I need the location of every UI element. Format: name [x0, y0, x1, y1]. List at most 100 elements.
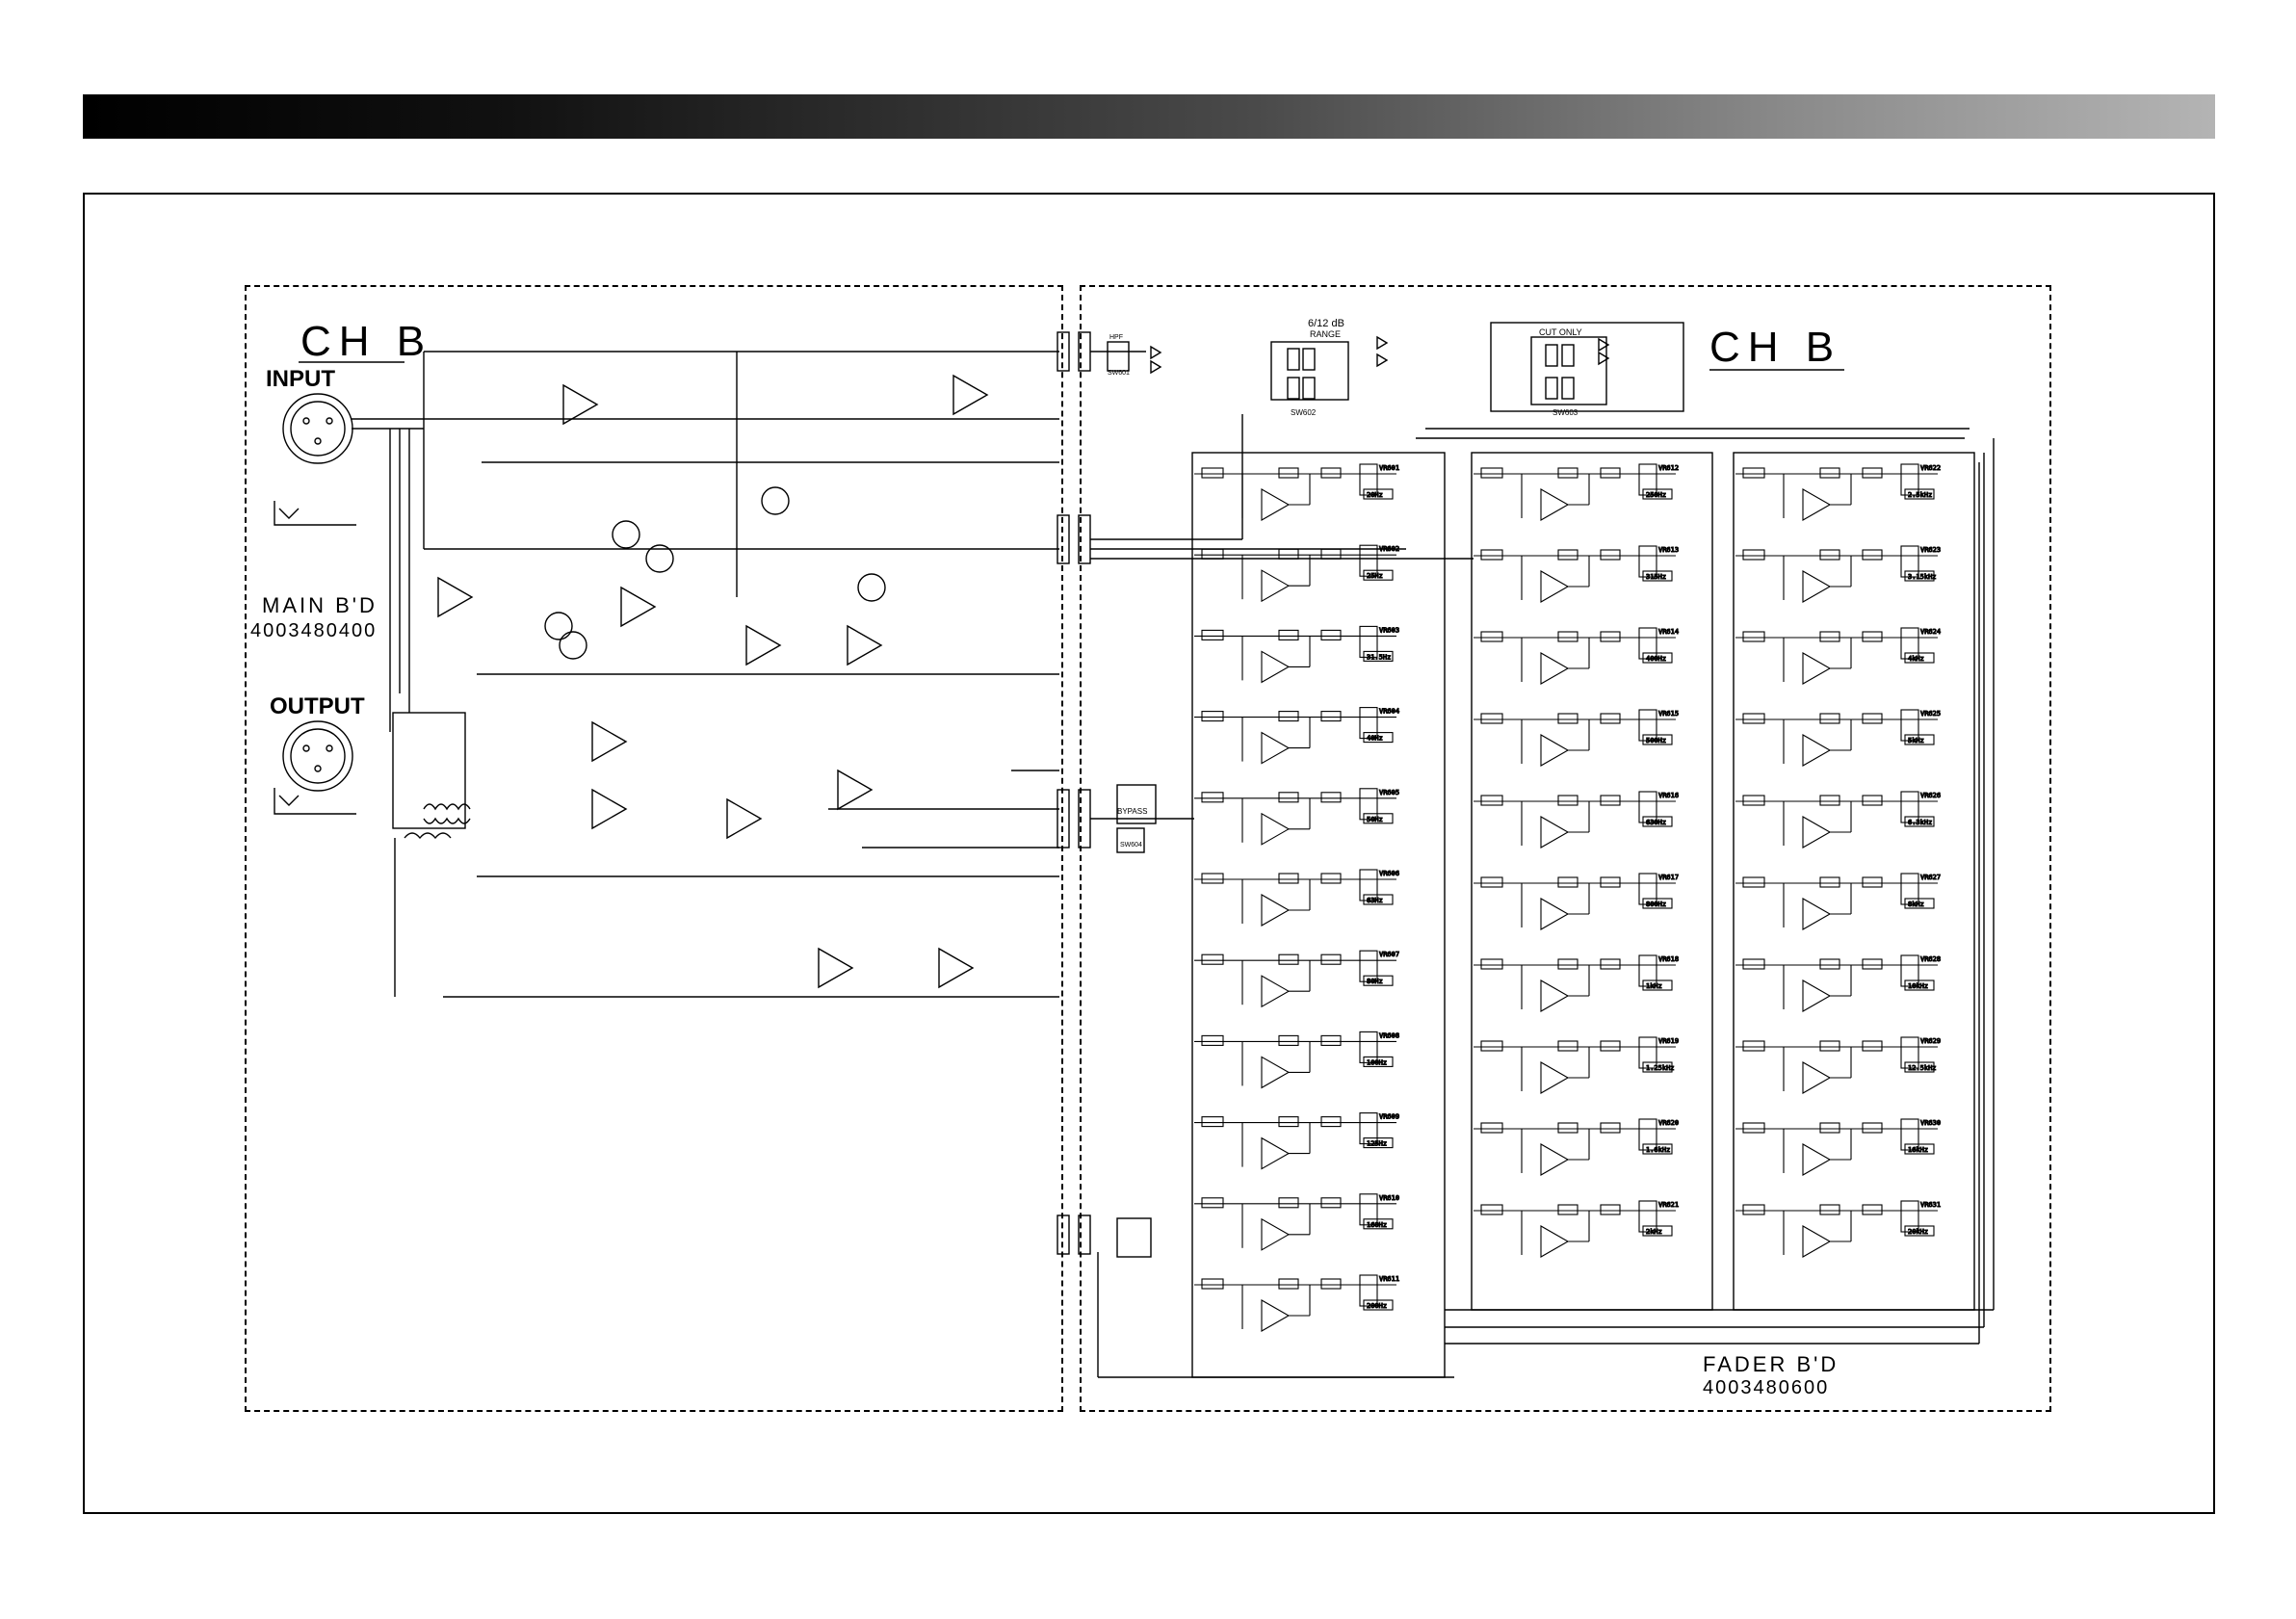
fader-ref-label: VR623	[1920, 546, 1941, 554]
fader-ref-label: VR622	[1920, 464, 1941, 472]
input-label: INPUT	[266, 366, 335, 392]
fader-board-outline	[1080, 285, 2051, 1412]
fader-ref-label: VR624	[1920, 628, 1941, 636]
fader-slider	[1900, 1118, 1919, 1151]
range-switch-ref: SW602	[1291, 408, 1317, 417]
fader-ref-label: VR614	[1658, 628, 1679, 636]
fader-slider	[1359, 544, 1378, 577]
eq-band-cell: VR606 63Hz	[1194, 869, 1400, 927]
fader-ref-label: VR609	[1379, 1113, 1399, 1121]
fader-ref-label: VR618	[1658, 955, 1679, 963]
band-frequency-label: 100Hz	[1367, 1058, 1387, 1066]
fader-slider	[1638, 873, 1657, 905]
fader-ref-label: VR608	[1379, 1031, 1399, 1039]
band-frequency-label: 200Hz	[1367, 1302, 1387, 1310]
fader-ref-label: VR620	[1658, 1119, 1679, 1127]
fader-ref-label: VR603	[1379, 626, 1399, 634]
bypass-label: BYPASS	[1117, 807, 1148, 816]
eq-band-cell: VR618 1kHz	[1474, 954, 1680, 1012]
fader-slider	[1359, 1274, 1378, 1307]
fader-ref-label: VR605	[1379, 789, 1399, 796]
band-frequency-label: 3.15kHz	[1908, 573, 1937, 581]
fader-slider	[1900, 954, 1919, 987]
fader-slider	[1638, 627, 1657, 660]
fader-ref-label: VR631	[1920, 1201, 1941, 1209]
range-switch-label: RANGE	[1310, 329, 1342, 339]
band-frequency-label: 1kHz	[1646, 982, 1662, 990]
band-frequency-label: 25Hz	[1367, 572, 1383, 580]
cut-switch-ref: SW603	[1552, 408, 1578, 417]
fader-slider	[1900, 627, 1919, 660]
fader-ref-label: VR613	[1658, 546, 1679, 554]
fader-slider	[1900, 709, 1919, 742]
fader-slider	[1359, 1031, 1378, 1063]
band-frequency-label: 125Hz	[1367, 1140, 1387, 1148]
hpf-label: HPF	[1109, 334, 1123, 341]
fader-ref-label: VR625	[1920, 710, 1941, 718]
sw601-label: SW601	[1108, 370, 1130, 377]
band-frequency-label: 6.3kHz	[1908, 819, 1932, 826]
band-frequency-label: 8kHz	[1908, 901, 1924, 908]
fader-slider	[1638, 1118, 1657, 1151]
output-label: OUTPUT	[270, 693, 365, 719]
band-frequency-label: 63Hz	[1367, 897, 1383, 904]
header-gradient-bar	[83, 94, 2215, 139]
fader-slider	[1900, 1036, 1919, 1069]
band-frequency-label: 12.5kHz	[1908, 1064, 1937, 1072]
fader-ref-label: VR615	[1658, 710, 1679, 718]
fader-slider	[1638, 954, 1657, 987]
schematic-frame	[83, 193, 2215, 1514]
fader-ref-label: VR606	[1379, 870, 1399, 877]
fader-slider	[1638, 1200, 1657, 1233]
band-frequency-label: 400Hz	[1646, 655, 1666, 663]
band-frequency-label: 16kHz	[1908, 1146, 1928, 1154]
eq-band-cell: VR623 3.15kHz	[1735, 545, 1942, 603]
fader-slider	[1359, 1193, 1378, 1226]
fader-slider	[1359, 869, 1378, 901]
main-board-outline	[245, 285, 1063, 1412]
fader-slider	[1900, 545, 1919, 578]
fader-board-number: 4003480600	[1703, 1377, 1830, 1398]
fader-slider	[1359, 950, 1378, 982]
band-frequency-label: 80Hz	[1367, 978, 1383, 985]
band-frequency-label: 10kHz	[1908, 982, 1928, 990]
fader-slider	[1638, 709, 1657, 742]
fader-slider	[1638, 791, 1657, 823]
fader-slider	[1359, 625, 1378, 658]
fader-slider	[1638, 545, 1657, 578]
fader-slider	[1359, 463, 1378, 496]
fader-ref-label: VR619	[1658, 1037, 1679, 1045]
fader-board-name: FADER B'D	[1703, 1352, 1839, 1376]
fader-ref-label: VR629	[1920, 1037, 1941, 1045]
fader-slider	[1359, 1112, 1378, 1145]
eq-band-cell: VR602 25Hz	[1194, 544, 1400, 603]
fader-slider	[1900, 1200, 1919, 1233]
band-frequency-label: 800Hz	[1646, 901, 1666, 908]
band-frequency-label: 630Hz	[1646, 819, 1666, 826]
band-frequency-label: 20Hz	[1367, 491, 1383, 499]
fader-slider	[1900, 791, 1919, 823]
fader-slider	[1359, 788, 1378, 821]
fader-ref-label: VR610	[1379, 1194, 1399, 1202]
band-frequency-label: 40Hz	[1367, 735, 1383, 743]
fader-ref-label: VR612	[1658, 464, 1679, 472]
eq-band-cell: VR629 12.5kHz	[1735, 1036, 1942, 1094]
fader-ref-label: VR607	[1379, 951, 1399, 958]
band-frequency-label: 500Hz	[1646, 737, 1666, 744]
fader-ref-label: VR601	[1379, 464, 1399, 472]
fader-ref-label: VR602	[1379, 545, 1399, 553]
fader-slider	[1900, 463, 1919, 496]
